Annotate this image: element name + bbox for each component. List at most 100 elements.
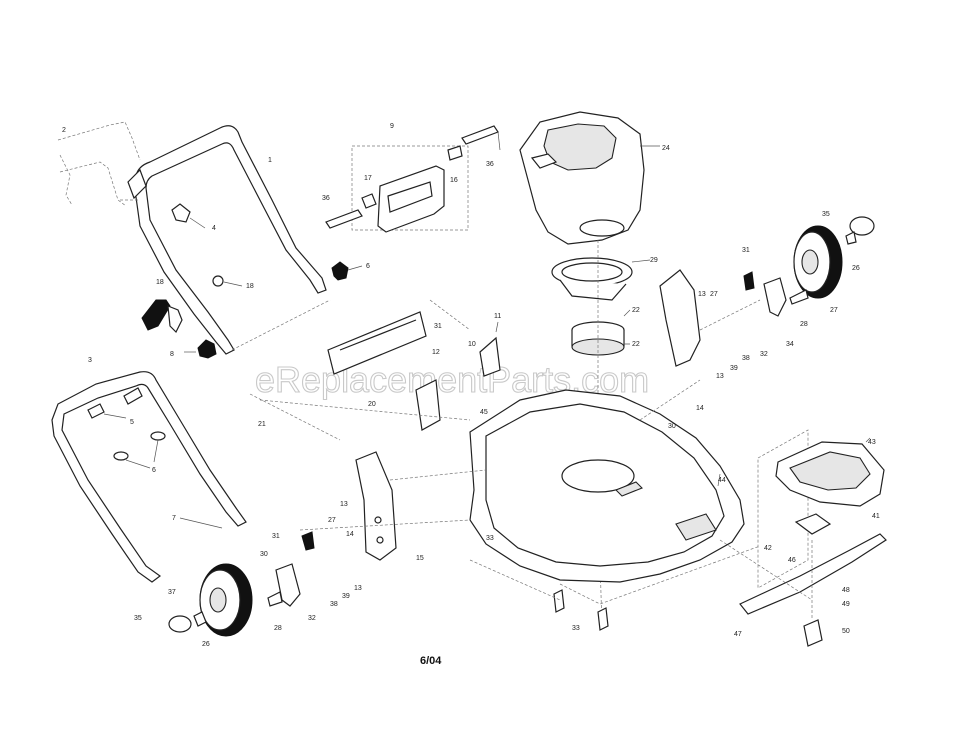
control-bracket-assembly <box>351 145 469 233</box>
baffle-20 <box>327 311 427 375</box>
label-13-right: 13 <box>698 291 706 298</box>
label-4: 4 <box>212 225 216 232</box>
label-41: 41 <box>872 513 880 520</box>
label-20: 20 <box>368 401 376 408</box>
label-27-left: 27 <box>328 517 336 524</box>
label-31-upper: 31 <box>434 323 442 330</box>
label-11: 11 <box>494 313 501 320</box>
label-14-right: 14 <box>696 405 704 412</box>
label-43: 43 <box>868 439 876 446</box>
lower-handle <box>51 371 247 583</box>
adapter-46 <box>794 513 832 535</box>
label-38-left: 38 <box>330 601 338 608</box>
blade-47 <box>739 533 887 615</box>
handle-outline-dashed <box>57 121 141 207</box>
label-42: 42 <box>764 545 772 552</box>
label-28-left: 28 <box>274 625 282 632</box>
label-14-left: 14 <box>346 531 354 538</box>
knob-6-upper <box>331 261 363 281</box>
label-38-right: 38 <box>742 355 750 362</box>
label-21: 21 <box>258 421 266 428</box>
label-7: 7 <box>172 515 176 522</box>
label-46: 46 <box>788 557 796 564</box>
mower-deck <box>469 389 745 583</box>
assembly-lines <box>231 299 813 601</box>
label-36-right: 36 <box>486 161 494 168</box>
label-13-left: 13 <box>340 501 348 508</box>
label-9: 9 <box>390 123 394 130</box>
label-15: 15 <box>416 555 424 562</box>
label-31-right: 31 <box>742 247 750 254</box>
label-35-right: 35 <box>822 211 830 218</box>
label-25: 33 <box>572 625 580 632</box>
label-50: 50 <box>842 628 850 635</box>
label-30-center: 30 <box>668 423 676 430</box>
label-36-left: 36 <box>322 195 330 202</box>
label-37: 37 <box>168 589 176 596</box>
leader-7 <box>179 517 223 529</box>
ring-29 <box>551 257 651 301</box>
wheel-bracket-left <box>267 531 315 607</box>
label-32-right: 32 <box>760 351 768 358</box>
label-48: 48 <box>842 587 850 594</box>
label-6-lower: 8 <box>170 351 174 358</box>
label-32-left: 32 <box>308 615 316 622</box>
label-8: 6 <box>152 467 156 474</box>
label-16: 16 <box>450 177 458 184</box>
label-2: 2 <box>62 127 66 134</box>
label-39-left: 39 <box>342 593 350 600</box>
label-10: 10 <box>468 341 476 348</box>
label-26-right: 26 <box>852 265 860 272</box>
label-18: 18 <box>246 283 254 290</box>
deck-bolts-25 <box>553 545 761 631</box>
upper-handle <box>127 125 327 355</box>
knob-6-lower <box>184 339 217 359</box>
label-33-center: 33 <box>486 535 494 542</box>
label-30-left: 30 <box>260 551 268 558</box>
label-6-upper: 6 <box>366 263 370 270</box>
label-39-right: 39 <box>730 365 738 372</box>
label-28-right: 28 <box>800 321 808 328</box>
label-24: 24 <box>662 145 670 152</box>
label-17: 17 <box>364 175 372 182</box>
label-47: 47 <box>734 631 742 638</box>
bracket-11 <box>479 321 501 377</box>
date-code: 6/04 <box>420 655 442 667</box>
label-13-right-b: 13 <box>716 373 724 380</box>
engine <box>519 111 660 245</box>
label-35-left: 35 <box>134 615 142 622</box>
adjuster-plate-left <box>355 451 397 561</box>
adjuster-plate-right <box>659 269 701 367</box>
part-labels: 2 1 4 9 17 16 36 36 24 6 18 18 8 31 12 1… <box>62 123 880 648</box>
bracket-4 <box>171 203 206 229</box>
wheel-bracket-right <box>743 271 809 317</box>
label-19: 18 <box>156 279 164 286</box>
label-45: 45 <box>480 409 488 416</box>
bolts-5 <box>87 387 143 419</box>
label-26-left: 26 <box>202 641 210 648</box>
label-3: 3 <box>88 357 92 364</box>
wheel-left <box>168 563 253 637</box>
label-13-left-b: 13 <box>354 585 362 592</box>
pulley-22 <box>571 309 631 356</box>
label-27-right-b: 27 <box>710 291 718 298</box>
label-29: 29 <box>650 257 658 264</box>
wheel-right <box>793 216 875 299</box>
blade-bolt-50 <box>803 540 823 647</box>
label-22-upper: 22 <box>632 307 640 314</box>
label-1: 1 <box>268 157 272 164</box>
label-31-left: 31 <box>272 533 280 540</box>
bracket-12 <box>415 379 441 431</box>
lever-19 <box>141 299 183 334</box>
label-34: 34 <box>786 341 794 348</box>
label-5: 5 <box>130 419 134 426</box>
nut-18 <box>212 275 243 287</box>
blade-adapter-43 <box>757 429 885 589</box>
label-27-right: 27 <box>830 307 838 314</box>
label-12: 12 <box>432 349 440 356</box>
label-22-lower: 22 <box>632 341 640 348</box>
clips-8 <box>113 431 166 469</box>
label-44: 44 <box>718 477 726 484</box>
label-49: 49 <box>842 601 850 608</box>
